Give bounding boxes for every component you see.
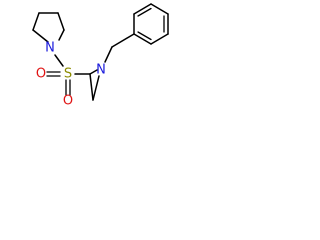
aziridine-nitrogen-label: N <box>96 63 106 78</box>
bond-n-ch2 <box>104 46 113 63</box>
aziridine-ring <box>89 69 100 101</box>
pyrrolidine-nitrogen-label: N <box>45 41 55 56</box>
pyrrolidine-ring <box>32 12 65 43</box>
oxygen-top-label: O <box>36 67 46 82</box>
sulfur-label: S <box>64 67 72 82</box>
sulfonyl-double-bonds <box>46 71 71 96</box>
bond-n-s <box>54 54 64 67</box>
bond-ch2-ph <box>111 33 135 48</box>
oxygen-bottom-label: O <box>63 94 73 109</box>
benzene-ring <box>133 3 169 45</box>
structure-diagram: N S O O N <box>32 3 169 109</box>
